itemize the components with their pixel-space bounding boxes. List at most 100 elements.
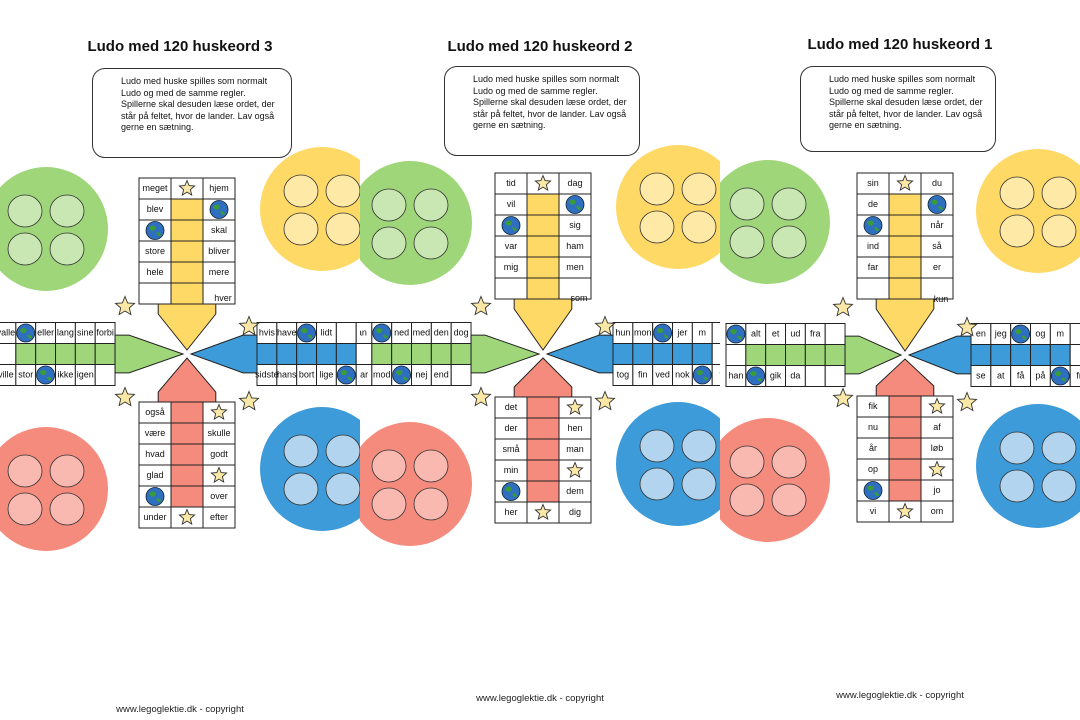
board-square bbox=[170, 464, 204, 487]
square-word: mere bbox=[209, 267, 230, 277]
token-spot bbox=[729, 445, 765, 479]
board-square bbox=[526, 235, 560, 258]
globe-land bbox=[729, 329, 742, 340]
token-spot bbox=[49, 194, 85, 228]
star-icon bbox=[956, 391, 978, 412]
globe-land bbox=[213, 204, 225, 216]
blue-arrow bbox=[189, 334, 258, 374]
square-word: an bbox=[360, 327, 367, 337]
board-square bbox=[824, 323, 846, 345]
token-spot bbox=[325, 174, 360, 208]
square-word: der bbox=[504, 423, 517, 433]
board-square bbox=[202, 506, 236, 529]
green-arrow bbox=[470, 334, 541, 374]
board-square bbox=[745, 344, 767, 366]
globe-icon bbox=[726, 324, 746, 344]
board-square bbox=[355, 364, 360, 386]
board-square bbox=[316, 343, 337, 365]
square-word: min bbox=[504, 465, 519, 475]
square-word: blev bbox=[147, 204, 164, 214]
token-spot bbox=[681, 172, 717, 206]
board-square bbox=[360, 343, 373, 365]
token-spot bbox=[49, 454, 85, 488]
board-square bbox=[1069, 344, 1080, 366]
token-spot bbox=[371, 188, 407, 222]
square-word: mig bbox=[504, 262, 519, 272]
square-word: dem bbox=[566, 486, 584, 496]
token-spot bbox=[1041, 214, 1077, 248]
square-word: af bbox=[933, 422, 941, 432]
square-word: forbi bbox=[96, 327, 114, 337]
square-word: lidt bbox=[321, 327, 333, 337]
square-word: at bbox=[997, 370, 1005, 380]
globe-land bbox=[569, 199, 581, 211]
globe-land bbox=[149, 225, 161, 237]
star-icon bbox=[470, 295, 492, 316]
square-word: sig bbox=[569, 220, 581, 230]
rules-box: Ludo med huske spilles som normalt Ludo … bbox=[800, 66, 996, 152]
token-spot bbox=[7, 492, 43, 526]
square-word: når bbox=[930, 220, 943, 230]
globe-land bbox=[375, 328, 388, 339]
square-word: kun bbox=[934, 294, 949, 304]
board-square bbox=[558, 501, 592, 524]
footer-copyright: www.legoglektie.dk - copyright bbox=[476, 693, 604, 704]
square-word: med bbox=[413, 327, 431, 337]
globe-icon bbox=[1050, 366, 1070, 386]
globe-land bbox=[749, 371, 762, 382]
red-home bbox=[0, 427, 108, 551]
square-word: fra bbox=[810, 328, 821, 338]
board-square bbox=[804, 365, 826, 387]
token-spot bbox=[49, 492, 85, 526]
token-spot bbox=[771, 187, 807, 221]
token-spot bbox=[325, 472, 360, 506]
square-word: nok bbox=[675, 369, 690, 379]
board-square bbox=[411, 343, 432, 365]
globe-land bbox=[505, 220, 517, 232]
star-icon bbox=[210, 403, 228, 420]
globe-icon bbox=[746, 366, 766, 386]
token-spot bbox=[681, 429, 717, 463]
blue-arrow bbox=[907, 335, 972, 375]
token-spot bbox=[413, 449, 449, 483]
square-word: far bbox=[868, 262, 879, 272]
token-spot bbox=[639, 429, 675, 463]
token-spot bbox=[371, 449, 407, 483]
square-word: dog bbox=[454, 327, 469, 337]
token-spot bbox=[283, 212, 319, 246]
square-word: han bbox=[728, 370, 743, 380]
square-word: fik bbox=[869, 401, 879, 411]
star-icon bbox=[114, 386, 136, 407]
board-square bbox=[888, 437, 922, 460]
board-square bbox=[170, 485, 204, 508]
square-word: ud bbox=[790, 328, 800, 338]
green-arrow bbox=[114, 334, 185, 374]
star-icon bbox=[470, 386, 492, 407]
square-word: hvis bbox=[259, 327, 276, 337]
star-icon bbox=[594, 315, 616, 336]
board-square bbox=[170, 240, 204, 263]
token-spot bbox=[7, 454, 43, 488]
square-word: men bbox=[566, 262, 584, 272]
square-word: mon bbox=[634, 327, 652, 337]
blue-arrow bbox=[545, 334, 614, 374]
square-word: bliver bbox=[208, 246, 230, 256]
board-square bbox=[74, 343, 96, 365]
square-word: som bbox=[570, 293, 587, 303]
board-square bbox=[804, 344, 826, 366]
square-word: have bbox=[277, 327, 297, 337]
token-spot bbox=[7, 232, 43, 266]
square-word: ham bbox=[566, 241, 584, 251]
token-spot bbox=[413, 226, 449, 260]
square-word: sine bbox=[77, 327, 94, 337]
board-square bbox=[888, 277, 922, 300]
square-word: gik bbox=[770, 370, 782, 380]
blue-home bbox=[976, 404, 1080, 528]
token-spot bbox=[999, 469, 1035, 503]
token-spot bbox=[999, 176, 1035, 210]
square-word: sidste bbox=[255, 369, 279, 379]
square-word: efter bbox=[210, 512, 228, 522]
board-square bbox=[558, 277, 592, 300]
